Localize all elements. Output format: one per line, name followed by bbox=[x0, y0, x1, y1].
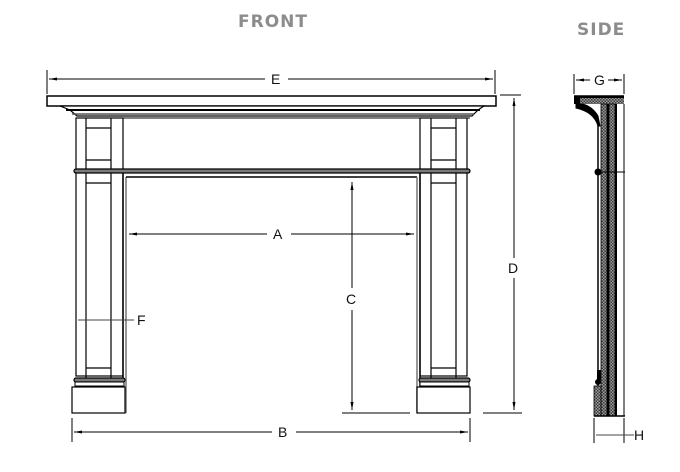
dimension-label-e: E bbox=[271, 71, 280, 87]
dimension-label-h: H bbox=[634, 427, 644, 443]
side-view-title: SIDE bbox=[577, 20, 626, 40]
dimension-label-d: D bbox=[508, 260, 518, 276]
chair-rail bbox=[73, 168, 471, 174]
left-plinth bbox=[71, 386, 126, 414]
side-dimensions bbox=[573, 74, 634, 443]
left-pilaster bbox=[75, 117, 124, 377]
mantel-shelf bbox=[46, 95, 497, 107]
dimension-label-g: G bbox=[594, 72, 605, 88]
dimension-label-a: A bbox=[273, 226, 283, 242]
dimension-label-b: B bbox=[278, 424, 287, 440]
side-view bbox=[574, 95, 625, 417]
dimension-label-f: F bbox=[137, 312, 146, 328]
front-view bbox=[46, 95, 497, 414]
dimension-label-c: C bbox=[346, 291, 356, 307]
front-dimensions bbox=[46, 70, 522, 442]
right-plinth bbox=[416, 386, 471, 414]
right-pilaster bbox=[419, 117, 468, 377]
front-view-title: FRONT bbox=[238, 12, 308, 32]
